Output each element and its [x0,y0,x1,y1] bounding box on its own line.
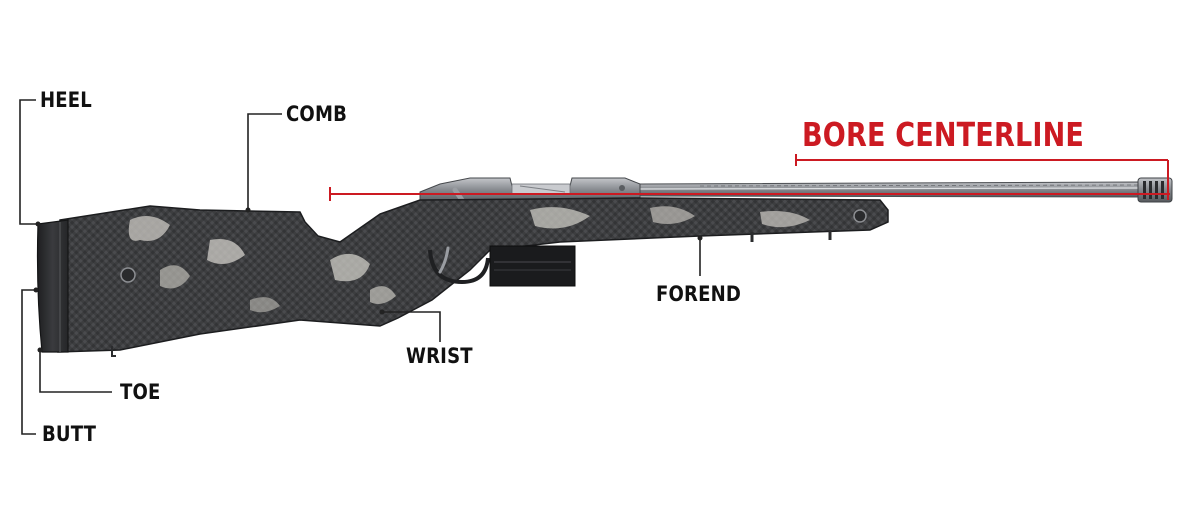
comb-leader [247,113,282,210]
wrist-label: WRIST [406,344,473,368]
wrist-dot [379,309,385,315]
comb-label: COMB [286,102,348,126]
stock [57,197,889,357]
forend-dot [697,235,703,241]
bore-centerline-marker [329,154,1170,201]
bore-centerline-label: BORE CENTERLINE [802,115,1085,154]
butt-label: BUTT [42,422,97,446]
wrist-leader [382,311,441,342]
heel-label: HEEL [40,88,92,112]
magazine [489,245,576,287]
trigger-guard [428,246,490,285]
butt-dot [33,287,39,293]
toe-leader [39,350,112,393]
comb-dot [245,207,251,213]
butt-leader [21,289,36,435]
recoil-pad [36,219,69,353]
muzzle-brake [1137,177,1173,203]
toe-label: TOE [120,380,161,404]
heel-leader [19,99,38,225]
heel-dot [35,221,41,227]
toe-dot [37,347,43,353]
forend-label: FOREND [656,282,742,306]
